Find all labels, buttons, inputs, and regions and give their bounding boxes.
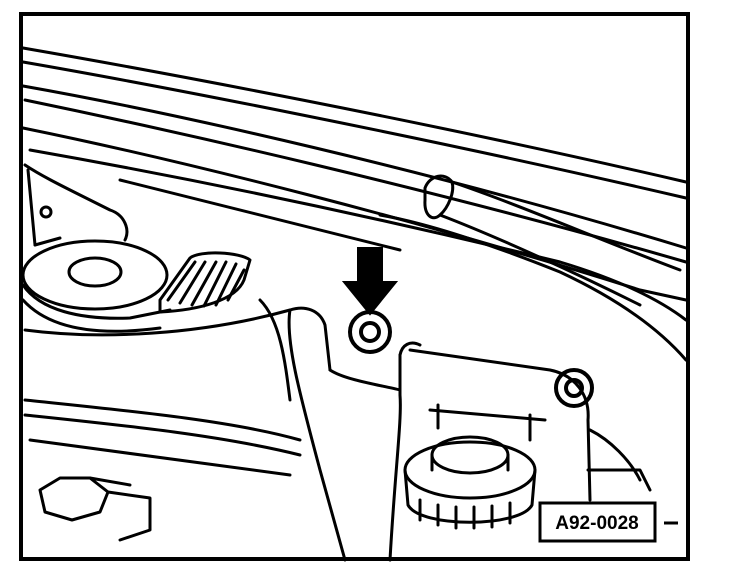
secondary-bolt [554,368,594,408]
hex-bolt [38,476,152,542]
bracket-left [23,163,129,247]
windshield-edge [21,46,688,264]
strut-mount [21,239,172,333]
reference-label-box [538,501,657,543]
reference-code: A92-0028 [555,513,638,534]
grooved-pad [158,251,252,314]
body-contour [23,298,402,562]
seal-strip [423,174,682,307]
reservoir-housing [388,341,652,562]
cowl-panel [21,126,688,362]
arrow-down-icon [341,247,399,316]
reservoir-cap [403,435,537,530]
reference-label: A92-0028 [538,501,678,543]
